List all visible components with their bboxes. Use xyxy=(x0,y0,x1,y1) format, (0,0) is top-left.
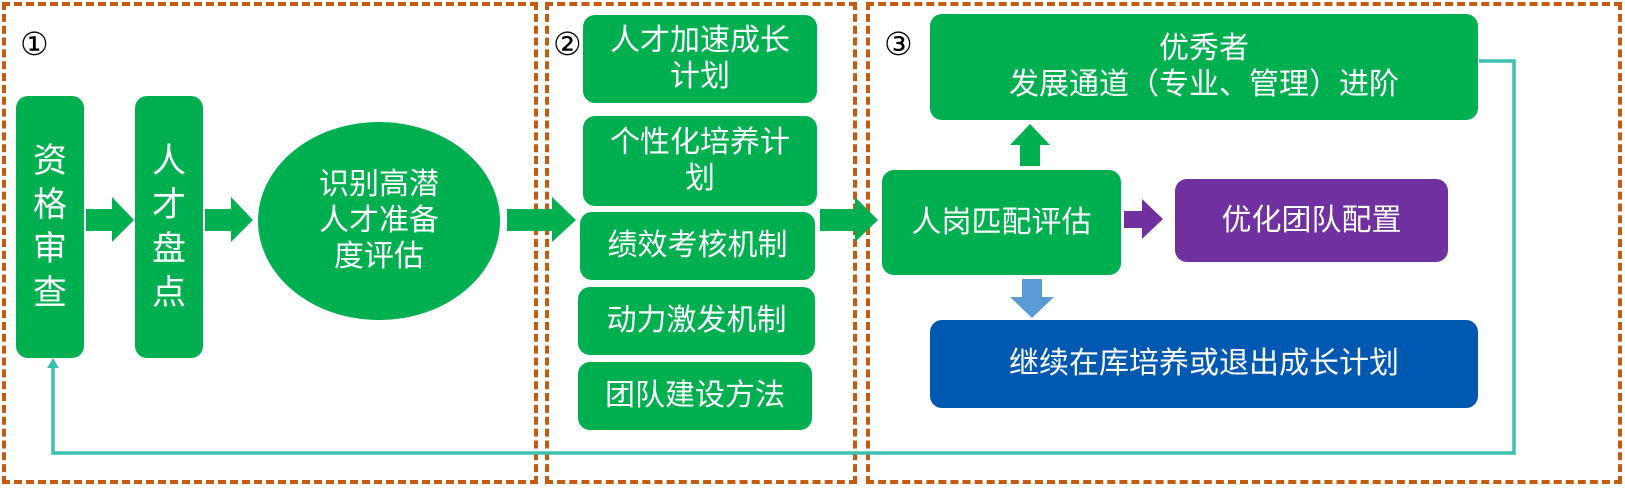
performance-review-box: 绩效考核机制 xyxy=(580,212,815,280)
motivation-mechanism-box: 动力激发机制 xyxy=(578,287,815,355)
team-building-box: 团队建设方法 xyxy=(578,362,812,430)
team-building-label: 团队建设方法 xyxy=(605,378,785,413)
continue-or-exit-label: 继续在库培养或退出成长计划 xyxy=(1009,346,1399,381)
identify-high-potential-ellipse: 识别高潜人才准备度评估 xyxy=(258,122,500,320)
development-channel-label: 发展通道（专业、管理）进阶 xyxy=(1009,67,1399,102)
qualification-review-label: 资格审查 xyxy=(33,141,67,313)
performance-review-label: 绩效考核机制 xyxy=(607,228,788,263)
section-1-number: ① xyxy=(20,25,49,63)
qualification-review-box: 资格审查 xyxy=(16,96,84,358)
identify-high-potential-label: 识别高潜人才准备度评估 xyxy=(319,167,439,274)
excellent-label: 优秀者 xyxy=(1159,31,1249,66)
talent-review-label: 人才盘点 xyxy=(152,141,186,313)
talent-review-box: 人才盘点 xyxy=(135,96,203,358)
motivation-mechanism-label: 动力激发机制 xyxy=(606,303,787,338)
optimize-team-label: 优化团队配置 xyxy=(1221,202,1402,238)
section-3-number: ③ xyxy=(884,25,913,63)
job-fit-assessment-label: 人岗匹配评估 xyxy=(911,204,1092,240)
job-fit-assessment-box: 人岗匹配评估 xyxy=(882,170,1121,275)
accelerated-growth-plan-box: 人才加速成长计划 xyxy=(583,15,817,103)
section-2-number: ② xyxy=(553,25,582,63)
personalized-training-plan-box: 个性化培养计划 xyxy=(583,116,817,206)
personalized-training-plan-label: 个性化培养计划 xyxy=(610,125,790,196)
excellent-development-box: 优秀者 发展通道（专业、管理）进阶 xyxy=(930,14,1478,120)
accelerated-growth-plan-label: 人才加速成长计划 xyxy=(610,23,790,94)
continue-or-exit-box: 继续在库培养或退出成长计划 xyxy=(930,320,1478,408)
optimize-team-box: 优化团队配置 xyxy=(1175,179,1448,262)
